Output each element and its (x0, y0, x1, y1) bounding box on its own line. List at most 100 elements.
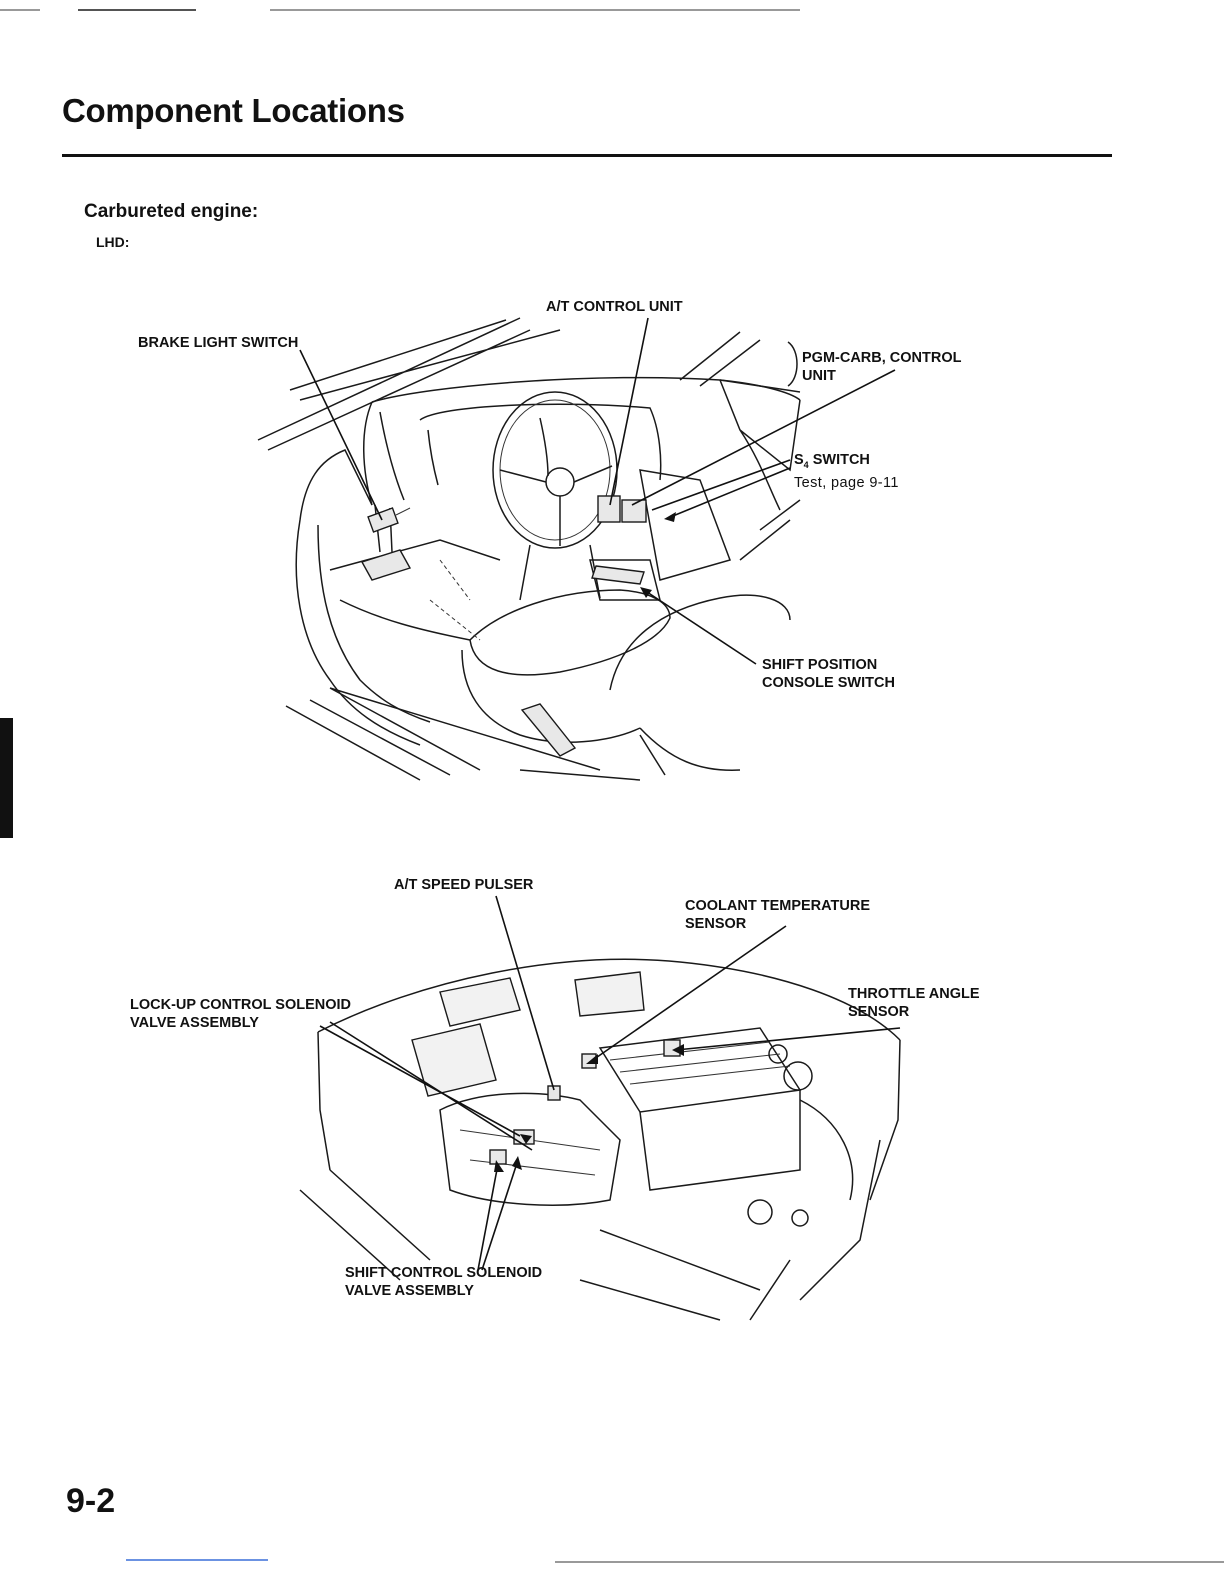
page-title: Component Locations (62, 92, 405, 129)
leader-shift-control-b (481, 1159, 519, 1271)
pedal-arm (374, 504, 393, 553)
label-coolant-line2: SENSOR (685, 916, 747, 932)
brake-pedal (360, 549, 412, 581)
leader-at-control-unit (609, 317, 649, 506)
engine-cylinder-head (598, 1027, 802, 1113)
arrow-coolant-temp (586, 1054, 598, 1064)
arrow-shift-control-b (512, 1156, 522, 1170)
leader-throttle-angle (675, 1027, 901, 1051)
section-title: Carbureted engine: (84, 201, 259, 222)
label-shift-control-line2: VALVE ASSEMBLY (345, 1283, 474, 1299)
reservoir-cap-2 (768, 1044, 788, 1064)
engine-block (639, 1090, 801, 1191)
bay-right-edge (799, 1039, 901, 1301)
callout-throttle-angle-sensor: THROTTLE ANGLE SENSOR (848, 985, 980, 1021)
arrow-s4-switch (664, 512, 676, 522)
subsection-title: LHD: (96, 234, 130, 250)
center-stack (639, 469, 731, 581)
leader-at-speed-pulser (495, 895, 555, 1091)
label-s4-main: SWITCH (808, 452, 870, 468)
leader-shift-control-a (477, 1163, 499, 1271)
engine-bay-outline (317, 958, 901, 1041)
windshield-frame (257, 317, 561, 451)
leader-lockup-b (329, 1021, 533, 1151)
throttle-sensor-part (663, 1039, 681, 1057)
coolant-sensor-part (581, 1053, 597, 1069)
driver-seat-cushion (469, 589, 671, 676)
driver-seat-back (461, 649, 641, 743)
callout-lockup-control-solenoid: LOCK-UP CONTROL SOLENOID VALVE ASSEMBLY (130, 996, 351, 1032)
arrow-shift-position (640, 587, 652, 598)
fender-lines (579, 1229, 791, 1321)
at-control-unit-part (597, 495, 621, 523)
seat-lever (520, 703, 577, 757)
title-rule (62, 154, 1112, 157)
floor-lines (285, 687, 641, 781)
strut-cap (747, 1199, 773, 1225)
brake-light-switch-part (367, 507, 399, 533)
steering-wheel-rim (492, 391, 618, 549)
side-tab-marker (0, 718, 13, 838)
steering-column (519, 544, 601, 601)
right-door (739, 499, 801, 561)
right-dash (719, 379, 801, 511)
speed-pulser-part (547, 1085, 561, 1101)
callout-shift-position-console-switch: SHIFT POSITION CONSOLE SWITCH (762, 656, 895, 692)
label-brake-light-switch: BRAKE LIGHT SWITCH (138, 335, 299, 351)
dashboard-top (371, 376, 801, 403)
callout-at-control-unit: A/T CONTROL UNIT (546, 298, 683, 316)
label-pgm-carb-line2: UNIT (802, 368, 836, 384)
leader-lockup-a (319, 1025, 521, 1137)
label-s4-subscript: 4 (803, 459, 809, 470)
radiator-hose (799, 1099, 854, 1201)
door-frame (295, 449, 421, 746)
air-cleaner (411, 1023, 497, 1097)
intake-runners (609, 1041, 791, 1085)
transmission-detail (459, 1129, 601, 1176)
label-lockup-line1: LOCK-UP CONTROL SOLENOID (130, 997, 351, 1013)
reservoir-cap (783, 1061, 813, 1091)
battery-box (439, 977, 521, 1027)
lockup-solenoid-part (513, 1129, 535, 1145)
leader-coolant-temp (589, 925, 787, 1063)
label-throttle-line1: THROTTLE ANGLE (848, 986, 980, 1002)
bay-left-edge (299, 1031, 431, 1281)
a-pillar (679, 331, 801, 393)
relay-box (574, 971, 645, 1017)
callout-coolant-temperature-sensor: COOLANT TEMPERATURE SENSOR (685, 897, 870, 933)
door-inner (317, 524, 431, 723)
callout-pgm-carb-control-unit: PGM-CARB, CONTROL UNIT (802, 349, 962, 385)
callout-shift-control-solenoid: SHIFT CONTROL SOLENOID VALVE ASSEMBLY (345, 1264, 542, 1300)
dashboard-front (363, 401, 405, 506)
pgm-carb-unit-part (621, 499, 647, 523)
label-shift-position-line2: CONSOLE SWITCH (762, 675, 895, 691)
leader-s4-switch-b (667, 467, 791, 519)
transmission-case (439, 1092, 621, 1206)
dashed-floor (429, 559, 481, 641)
label-shift-position-line1: SHIFT POSITION (762, 657, 878, 673)
callout-s4-switch: S4 SWITCH Test, page 9-11 (794, 451, 899, 492)
label-throttle-line2: SENSOR (848, 1004, 910, 1020)
leader-shift-position (643, 589, 757, 665)
arrow-shift-control-a (494, 1160, 504, 1172)
instrument-hood (419, 403, 662, 481)
arrow-lockup (520, 1134, 532, 1144)
kick-panel (329, 539, 501, 641)
label-s4-test-note: Test, page 9-11 (794, 474, 899, 491)
pgm-bracket (787, 341, 798, 387)
label-s4-switch: S4 SWITCH (794, 452, 870, 470)
callout-brake-light-switch: BRAKE LIGHT SWITCH (138, 334, 298, 352)
page-number: 9-2 (66, 1482, 116, 1520)
console (589, 559, 661, 601)
shift-solenoid-part (489, 1149, 507, 1165)
label-coolant-line1: COOLANT TEMPERATURE (685, 898, 871, 914)
oil-filler (791, 1209, 809, 1227)
steering-hub (545, 467, 575, 497)
leader-brake-light-switch (299, 349, 383, 521)
callout-at-speed-pulser: A/T SPEED PULSER (394, 876, 533, 894)
label-pgm-carb-line1: PGM-CARB, CONTROL (802, 350, 962, 366)
instrument-cluster (427, 417, 549, 486)
